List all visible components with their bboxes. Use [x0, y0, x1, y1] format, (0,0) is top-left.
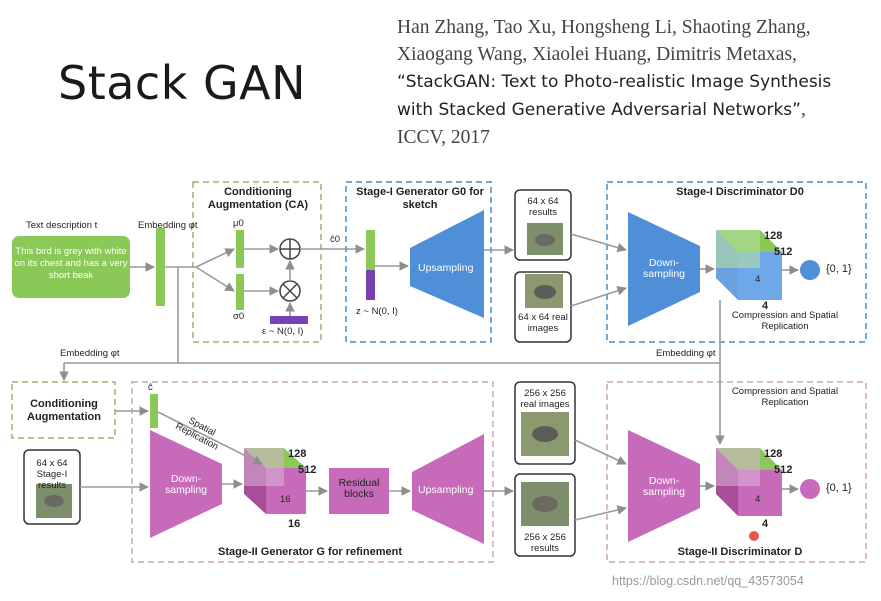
gen2-dim16-front: 16 — [280, 494, 291, 505]
output-stage2-label: {0, 1} — [826, 482, 852, 494]
disc1-dim4-bottom: 4 — [762, 300, 769, 312]
output-stage1-label: {0, 1} — [826, 263, 852, 275]
gen1-box — [345, 181, 492, 343]
upsampling-stage1-label: Upsampling — [418, 262, 474, 274]
results256-label: 256 x 256 results — [524, 532, 566, 554]
results64-label: 64 x 64 results — [527, 196, 559, 218]
c0-bar — [366, 230, 375, 270]
residual-blocks — [329, 468, 389, 514]
gen2-dim128: 128 — [288, 448, 307, 460]
downsampling-stage2 — [150, 430, 222, 538]
epsilon-label: ε ~ N(0, I) — [262, 326, 304, 337]
real64-label: 64 x 64 real images — [518, 312, 568, 334]
ca-stage2-title: Conditioning Augmentation — [27, 398, 101, 423]
output-stage2 — [800, 479, 820, 499]
gen2-dim16-bottom: 16 — [288, 518, 301, 530]
stackgan-diagram: Text description t This bird is grey wit… — [0, 168, 881, 578]
gen1-title: Stage-I Generator G0 for sketch — [356, 186, 484, 211]
gen2-dim512: 512 — [298, 464, 317, 476]
citation-venue: , ICCV, 2017 — [397, 99, 806, 148]
embedding-label-2: Embedding φt — [60, 348, 120, 359]
epsilon-bar — [270, 316, 308, 324]
disc2-dim4-bottom: 4 — [762, 518, 769, 530]
real256-label: 256 x 256 real images — [520, 388, 570, 410]
downsampling-stage2-disc — [628, 430, 700, 542]
downsampling-stage1-label: Down-sampling — [642, 257, 686, 280]
slide-title: Stack GAN — [58, 56, 306, 110]
compression-label-1: Compression and Spatial Replication — [731, 310, 839, 332]
citation: Han Zhang, Tao Xu, Hongsheng Li, Shaotin… — [397, 14, 837, 151]
gen2-box — [131, 381, 494, 563]
residual-label: Residual blocks — [338, 477, 380, 500]
disc2-dim4-front: 4 — [755, 494, 761, 505]
c-bar — [150, 394, 158, 428]
text-description: This bird is grey with white on its ches… — [14, 246, 128, 281]
sigma-bar — [236, 274, 244, 310]
watermark: https://blog.csdn.net/qq_43573054 — [612, 574, 804, 588]
disc2-title: Stage-II Discriminator D — [677, 546, 803, 558]
embedding-bar — [156, 228, 165, 306]
output-stage1 — [800, 260, 820, 280]
sigma-label: σ0 — [233, 311, 245, 322]
downsampling-disc2-label: Down-sampling — [642, 475, 686, 498]
c0-label: ĉ0 — [330, 234, 341, 245]
disc2-dim128: 128 — [764, 448, 783, 460]
mu-label: μ0 — [233, 218, 244, 229]
z-bar — [366, 270, 375, 300]
ca-stage1-title: Conditioning Augmentation (CA) — [207, 186, 309, 211]
disc1-dim512: 512 — [774, 246, 793, 258]
downsampling-stage2-label: Down-sampling — [164, 473, 208, 496]
c-label: ĉ — [148, 382, 153, 393]
citation-authors: Han Zhang, Tao Xu, Hongsheng Li, Shaotin… — [397, 17, 811, 65]
diagram-graphics — [11, 181, 867, 563]
text-description-label: Text description t — [26, 220, 98, 231]
disc1-dim128: 128 — [764, 230, 783, 242]
disc1-dim4-front: 4 — [755, 274, 761, 285]
embedding-label: Embedding φt — [138, 220, 198, 231]
gen2-title: Stage-II Generator G for refinement — [218, 546, 402, 558]
red-dot — [749, 531, 759, 541]
disc1-title: Stage-I Discriminator D0 — [676, 186, 804, 198]
ca-stage1-box — [192, 181, 322, 343]
z-label: z ~ N(0, I) — [356, 306, 398, 317]
disc2-dim512: 512 — [774, 464, 793, 476]
upsampling-stage2 — [412, 434, 484, 544]
upsampling-stage1 — [410, 210, 484, 318]
text-description-box — [12, 236, 130, 298]
citation-paper-title: “StackGAN: Text to Photo-realistic Image… — [397, 72, 832, 120]
upsampling-stage2-label: Upsampling — [418, 484, 474, 496]
downsampling-stage1 — [628, 212, 700, 326]
mu-bar — [236, 230, 244, 268]
compression-label-2: Compression and Spatial Replication — [731, 386, 839, 408]
embedding-label-3: Embedding φt — [656, 348, 716, 359]
stage1-results-label: 64 x 64 Stage-I results — [36, 458, 68, 491]
ca-stage2-box — [11, 381, 116, 439]
